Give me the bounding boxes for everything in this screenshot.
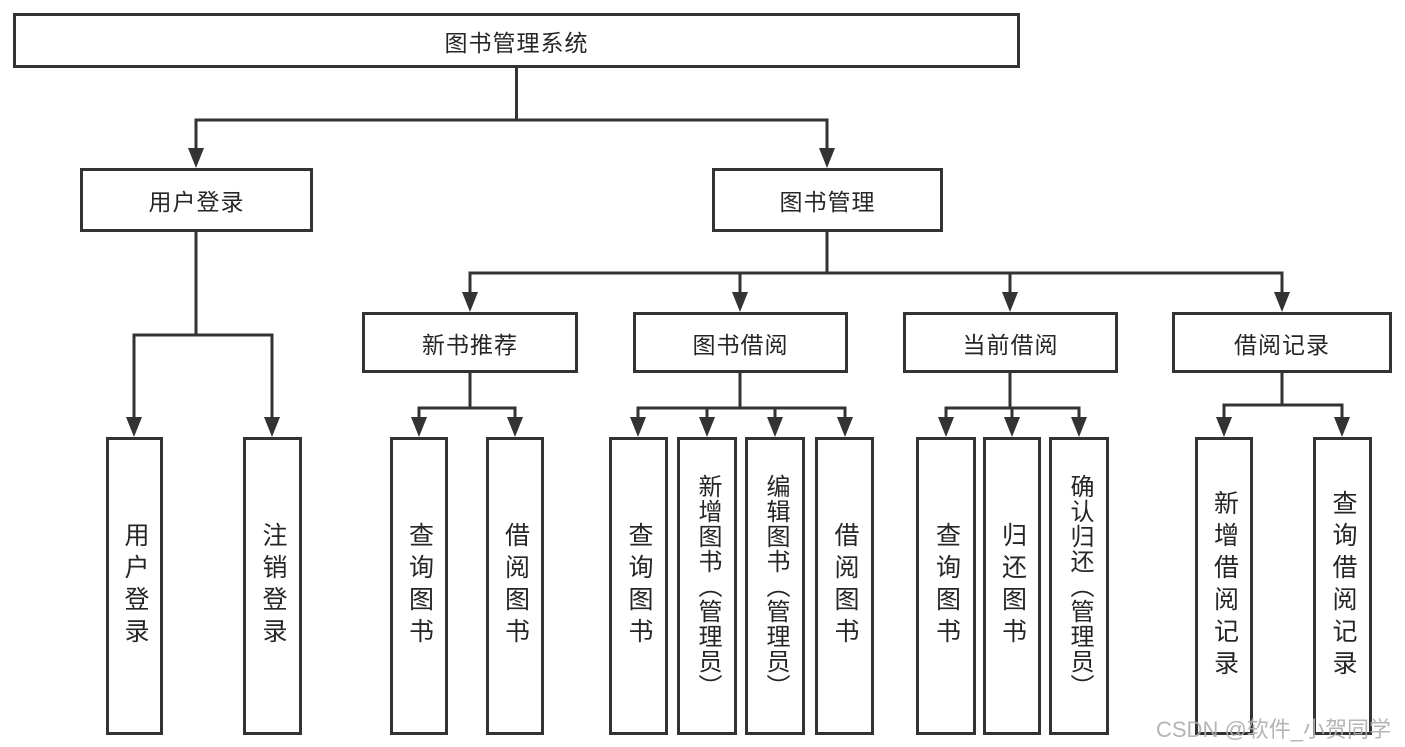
node-leaf-query-borrow-record: 查询借阅记录 xyxy=(1313,437,1372,735)
node-leaf-logout: 注销登录 xyxy=(243,437,302,735)
node-leaf-add-borrow-record-label: 新增借阅记录 xyxy=(1210,490,1239,682)
node-leaf-confirm-return-admin-label: 确认归还（管理员） xyxy=(1066,473,1093,699)
node-book-management: 图书管理 xyxy=(712,168,943,232)
node-leaf-add-books-admin: 新增图书（管理员） xyxy=(677,437,737,735)
node-user-login: 用户登录 xyxy=(80,168,313,232)
node-leaf-query-books-recommend-label: 查询图书 xyxy=(405,522,434,650)
node-borrowing-records-label: 借阅记录 xyxy=(1234,331,1330,358)
node-leaf-confirm-return-admin: 确认归还（管理员） xyxy=(1049,437,1109,735)
node-leaf-borrow-books-borrowing-label: 借阅图书 xyxy=(831,522,859,650)
node-leaf-return-books-label: 归还图书 xyxy=(998,522,1027,650)
csdn-watermark: CSDN @软件_小贺同学 xyxy=(1156,717,1392,742)
node-leaf-add-books-admin-label: 新增图书（管理员） xyxy=(694,473,721,699)
node-leaf-user-login-label: 用户登录 xyxy=(121,522,149,650)
node-current-borrowing: 当前借阅 xyxy=(903,312,1118,373)
node-leaf-borrow-books-recommend: 借阅图书 xyxy=(486,437,544,735)
node-leaf-query-borrow-record-label: 查询借阅记录 xyxy=(1329,490,1357,682)
node-new-book-recommend-label: 新书推荐 xyxy=(422,331,518,358)
node-leaf-return-books: 归还图书 xyxy=(983,437,1041,735)
node-leaf-query-books-borrowing-label: 查询图书 xyxy=(625,522,653,650)
node-root: 图书管理系统 xyxy=(13,13,1020,68)
node-leaf-edit-books-admin-label: 编辑图书（管理员） xyxy=(762,473,789,699)
node-leaf-edit-books-admin: 编辑图书（管理员） xyxy=(745,437,805,735)
node-user-login-label: 用户登录 xyxy=(148,189,245,215)
node-borrowing-records: 借阅记录 xyxy=(1172,312,1392,373)
node-book-borrowing: 图书借阅 xyxy=(633,312,848,373)
node-leaf-borrow-books-borrowing: 借阅图书 xyxy=(815,437,874,735)
node-leaf-logout-label: 注销登录 xyxy=(259,522,287,650)
node-leaf-query-books-borrowing: 查询图书 xyxy=(609,437,668,735)
node-leaf-query-books-current-label: 查询图书 xyxy=(932,522,961,650)
node-leaf-user-login: 用户登录 xyxy=(106,437,163,735)
node-leaf-borrow-books-recommend-label: 借阅图书 xyxy=(501,522,530,650)
node-leaf-query-books-recommend: 查询图书 xyxy=(390,437,448,735)
node-leaf-add-borrow-record: 新增借阅记录 xyxy=(1195,437,1253,735)
node-new-book-recommend: 新书推荐 xyxy=(362,312,578,373)
node-root-label: 图书管理系统 xyxy=(444,29,589,56)
node-leaf-query-books-current: 查询图书 xyxy=(916,437,976,735)
node-book-borrowing-label: 图书借阅 xyxy=(692,331,789,358)
node-current-borrowing-label: 当前借阅 xyxy=(962,331,1059,358)
node-book-management-label: 图书管理 xyxy=(779,189,876,215)
